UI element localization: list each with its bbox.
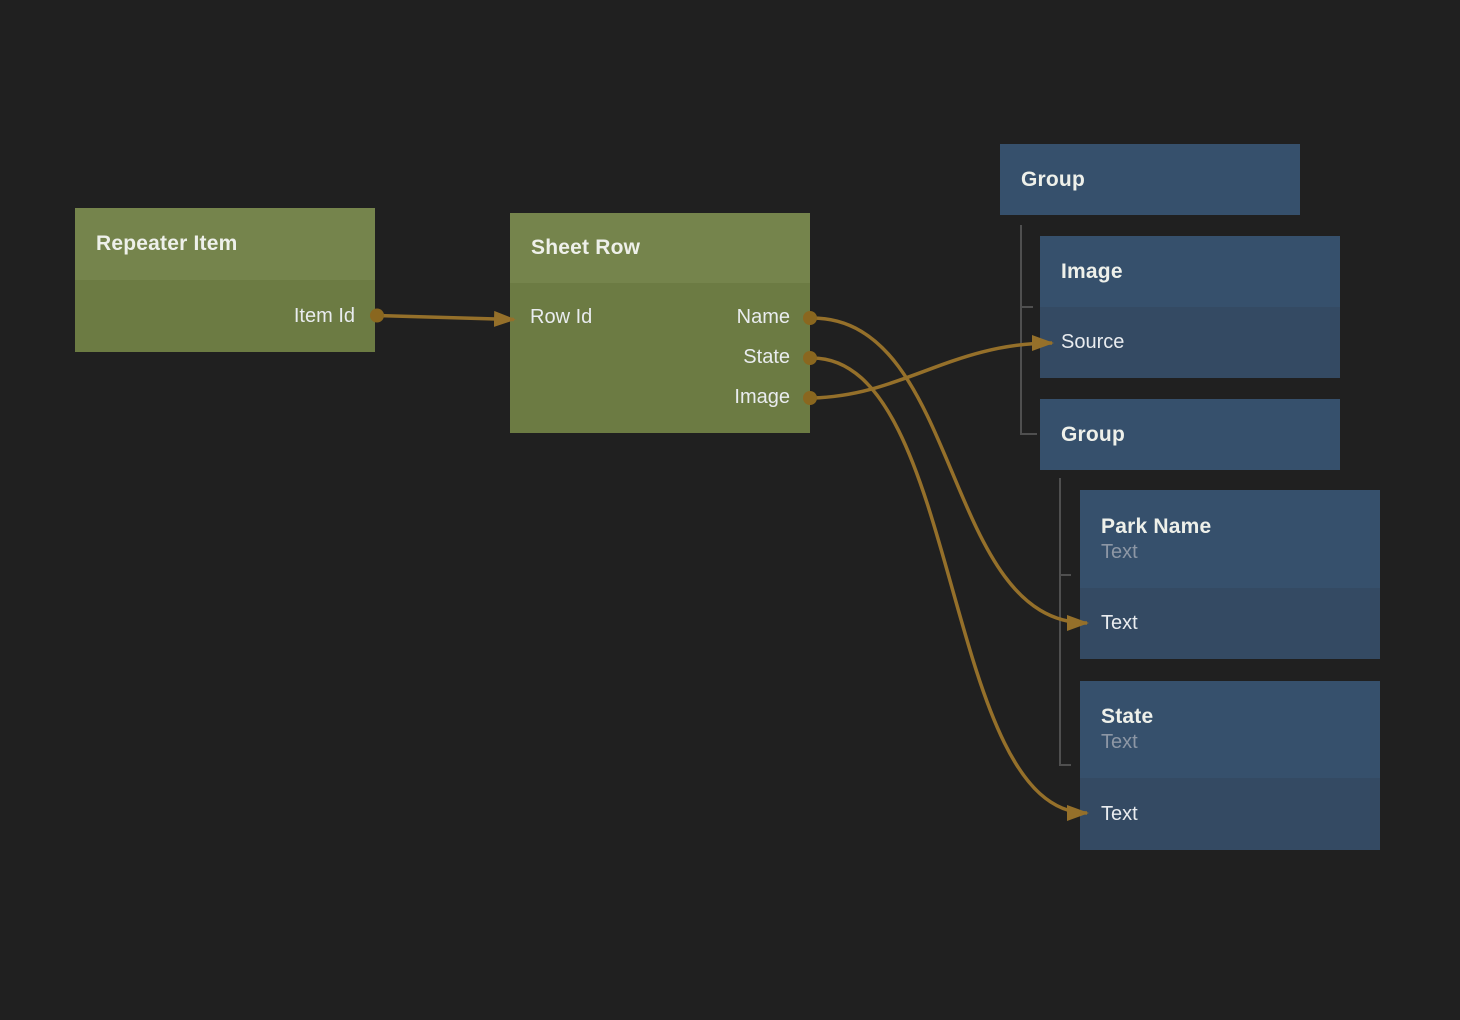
port-label: Text [1101, 802, 1138, 825]
port-row: State [510, 337, 810, 377]
port-source[interactable]: Source [1040, 307, 1340, 378]
port-item-id[interactable]: Item Id [293, 304, 355, 327]
node-sheet-row-body: Row Id Name State Image [510, 283, 810, 433]
node-title: Sheet Row [531, 236, 641, 259]
node-group-top[interactable]: Group [1000, 144, 1300, 215]
node-group-inner[interactable]: Group [1040, 399, 1340, 470]
node-state-widget[interactable]: State Text Text [1080, 681, 1380, 850]
wire-item-id-to-row-id [376, 310, 516, 327]
node-group-inner-header[interactable]: Group [1040, 399, 1340, 470]
wire-image-to-source [811, 335, 1054, 400]
node-title: State [1101, 705, 1154, 728]
node-repeater-item[interactable]: Repeater Item Item Id [75, 208, 375, 352]
tree-line-2 [1059, 478, 1071, 766]
port-label: Text [1101, 612, 1138, 634]
node-image-widget[interactable]: Image Source [1040, 236, 1340, 378]
node-subtitle: Text [1101, 731, 1138, 753]
port-row: Row Id Name [510, 297, 810, 337]
port-state[interactable]: State [743, 345, 790, 368]
node-group-top-header[interactable]: Group [1000, 144, 1300, 215]
node-title: Group [1021, 167, 1085, 191]
node-park-name-widget[interactable]: Park Name Text Text [1080, 490, 1380, 659]
node-subtitle: Text [1101, 540, 1138, 563]
tree-line-0 [1020, 225, 1037, 435]
port-park-text[interactable]: Text [1080, 588, 1380, 659]
node-image-header[interactable]: Image [1040, 236, 1340, 307]
node-sheet-row-header[interactable]: Sheet Row [510, 213, 810, 283]
port-label: Source [1061, 331, 1125, 353]
node-park-name-header[interactable]: Park Name Text [1080, 490, 1380, 588]
port-state-text[interactable]: Text [1080, 778, 1380, 850]
port-name[interactable]: Name [736, 305, 790, 328]
node-repeater-item-header[interactable]: Repeater Item [75, 208, 375, 280]
node-title: Repeater Item [96, 232, 238, 255]
node-state-header[interactable]: State Text [1080, 681, 1380, 778]
node-sheet-row[interactable]: Sheet Row Row Id Name State Image [510, 213, 810, 433]
node-title: Image [1061, 259, 1123, 283]
port-row-id[interactable]: Row Id [530, 305, 593, 328]
node-title: Park Name [1101, 514, 1212, 538]
port-row: Image [510, 377, 810, 417]
port-image[interactable]: Image [734, 385, 790, 408]
node-repeater-item-body: Item Id [75, 280, 375, 352]
node-title: Group [1061, 422, 1125, 446]
